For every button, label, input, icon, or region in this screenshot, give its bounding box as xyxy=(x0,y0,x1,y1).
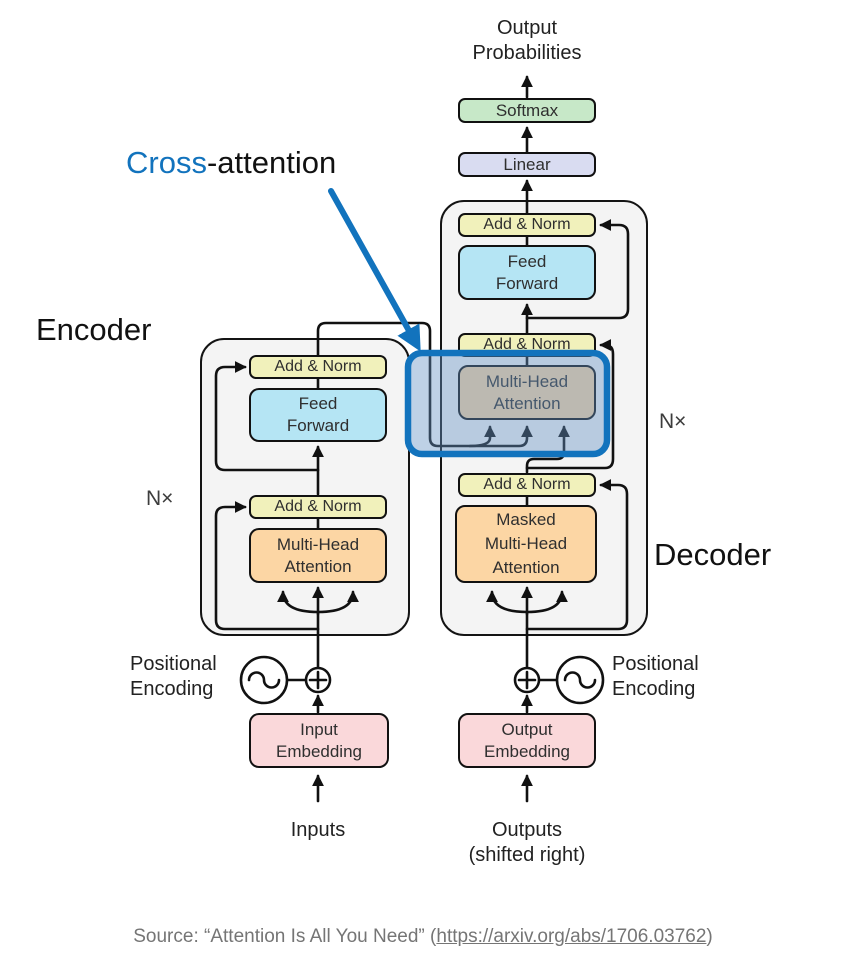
enc-ff-residual xyxy=(214,361,320,472)
positional-encoding-icon-left xyxy=(239,655,289,705)
linear-block: Linear xyxy=(458,152,596,177)
source-citation: Source: “Attention Is All You Need” (htt… xyxy=(0,926,846,948)
annotation-arrow xyxy=(328,188,421,352)
enc-mha-residual xyxy=(214,501,320,631)
outputs-label: Outputs (shifted right) xyxy=(468,819,586,866)
positional-encoding-label-right: Positional Encoding xyxy=(612,653,699,700)
enc-mha-fan-right xyxy=(316,590,359,614)
source-suffix: ) xyxy=(706,926,713,947)
dec-ff-residual xyxy=(525,219,630,320)
decoder-label: Decoder xyxy=(654,537,772,572)
add-icon-right xyxy=(513,666,541,694)
decoder-n-times-label: N× xyxy=(659,410,687,433)
cross-attention-highlight-box xyxy=(404,349,611,458)
decoder-add-norm-bottom-block: Add & Norm xyxy=(458,473,596,497)
linear-label: Linear xyxy=(503,154,551,174)
encoder-add-norm-top-block: Add & Norm xyxy=(249,355,387,379)
dec-cross-residual xyxy=(525,339,615,470)
softmax-block: Softmax xyxy=(458,98,596,123)
cross-attention-callout-label: Cross-attention xyxy=(126,146,336,180)
positional-encoding-icon-right xyxy=(555,655,605,705)
output-embedding-block: Output Embedding xyxy=(458,713,596,768)
dec-mmha-fan-right xyxy=(525,590,568,614)
decoder-cross-attention-block: Multi-Head Attention xyxy=(458,365,596,420)
softmax-label: Softmax xyxy=(495,100,559,120)
cross-attn-left-branch xyxy=(468,425,496,448)
arxiv-link[interactable]: https://arxiv.org/abs/1706.03762 xyxy=(436,926,707,947)
encoder-add-norm-bottom-block: Add & Norm xyxy=(249,495,387,519)
encoder-self-attention-block: Multi-Head Attention xyxy=(249,528,387,583)
decoder-masked-attention-block: Masked Multi-Head Attention xyxy=(455,505,597,583)
attention-word: -attention xyxy=(206,145,337,180)
encoder-feed-forward-block: Feed Forward xyxy=(249,388,387,442)
decoder-add-norm-top-block: Add & Norm xyxy=(458,213,596,237)
dec-mmha-fan-left xyxy=(486,590,529,614)
positional-encoding-label-left: Positional Encoding xyxy=(130,653,217,700)
output-probabilities-label: Output Probabilities xyxy=(472,17,582,64)
source-prefix: Source: “Attention Is All You Need” ( xyxy=(133,926,437,947)
add-icon-left xyxy=(304,666,332,694)
encoder-to-decoder-route xyxy=(316,321,533,448)
encoder-stack-container xyxy=(200,338,410,636)
encoder-n-times-label: N× xyxy=(146,487,174,510)
encoder-label: Encoder xyxy=(36,312,152,347)
dec-mmha-residual xyxy=(525,479,629,631)
enc-mha-fan-left xyxy=(277,590,320,614)
decoder-feed-forward-block: Feed Forward xyxy=(458,245,596,300)
cross-word: Cross xyxy=(126,145,207,180)
input-embedding-block: Input Embedding xyxy=(249,713,389,768)
inputs-label: Inputs xyxy=(290,819,346,841)
